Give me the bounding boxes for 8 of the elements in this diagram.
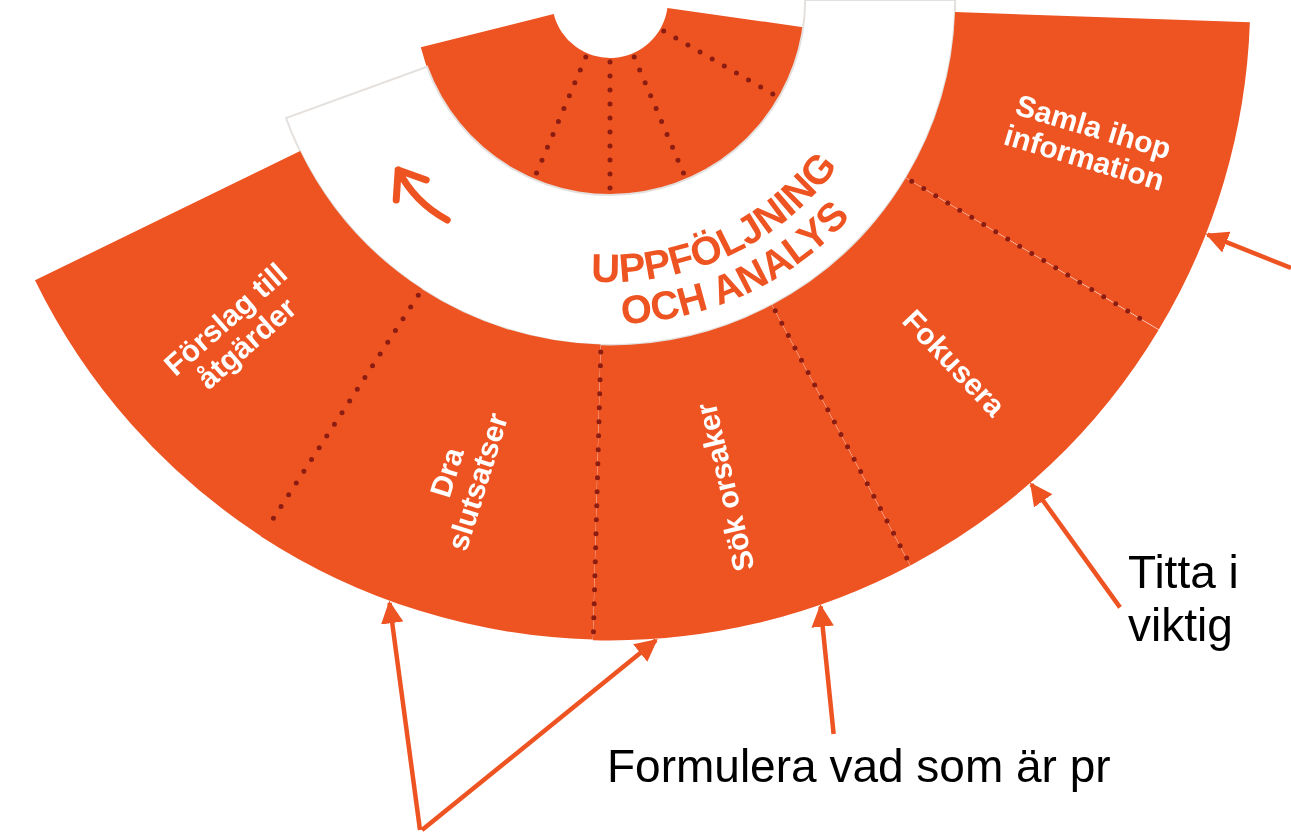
arrow [381,600,423,831]
annotation-text: Formulera vad som är pr [607,740,1111,793]
segment-label: Sök orsaker [687,398,762,577]
annotation-text: Titta i viktig [1128,546,1291,652]
arrow [1205,231,1291,271]
arrow [420,638,658,832]
arrow [811,604,836,735]
arrow [1029,482,1122,609]
